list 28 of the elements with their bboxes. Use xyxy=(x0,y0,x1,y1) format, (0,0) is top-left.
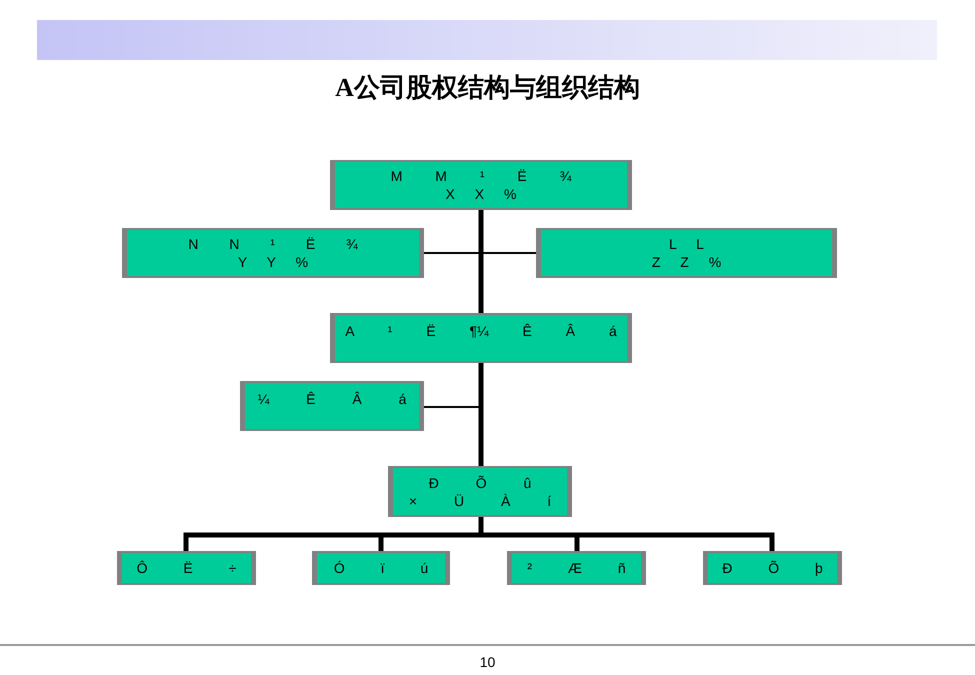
org-box xyxy=(117,551,256,585)
box-text: Ð Õ þ xyxy=(722,559,823,577)
box-text: A ¹ Ë ¶¼ Ê Â á xyxy=(345,322,617,340)
box-text: Y Y % xyxy=(238,253,308,271)
org-box xyxy=(388,466,572,517)
org-box xyxy=(507,551,646,585)
connector-line xyxy=(478,363,484,466)
box-text: ¼ Ê Â á xyxy=(258,390,406,408)
org-box xyxy=(330,313,632,363)
box-text: X X % xyxy=(446,185,516,203)
page-title: A公司股权结构与组织结构 xyxy=(335,72,640,104)
page-number: 10 xyxy=(480,653,496,671)
connector-line xyxy=(478,210,484,313)
box-text: × Ü À í xyxy=(408,492,552,510)
box-text: ² Æ ñ xyxy=(527,559,626,577)
box-text: Ó ï ú xyxy=(334,559,428,577)
org-box xyxy=(703,551,842,585)
org-box xyxy=(312,551,450,585)
box-text: Ð Õ û xyxy=(428,474,532,492)
org-box xyxy=(240,381,424,431)
org-box xyxy=(536,228,837,278)
box-text: N N ¹ Ë ¾ xyxy=(188,235,358,253)
org-box xyxy=(330,160,632,210)
box-text: Ô Ë ÷ xyxy=(136,559,236,577)
box-text: M M ¹ Ë ¾ xyxy=(390,167,572,185)
org-box xyxy=(122,228,424,278)
box-text: L L xyxy=(669,235,704,253)
box-text: Z Z % xyxy=(652,253,722,271)
